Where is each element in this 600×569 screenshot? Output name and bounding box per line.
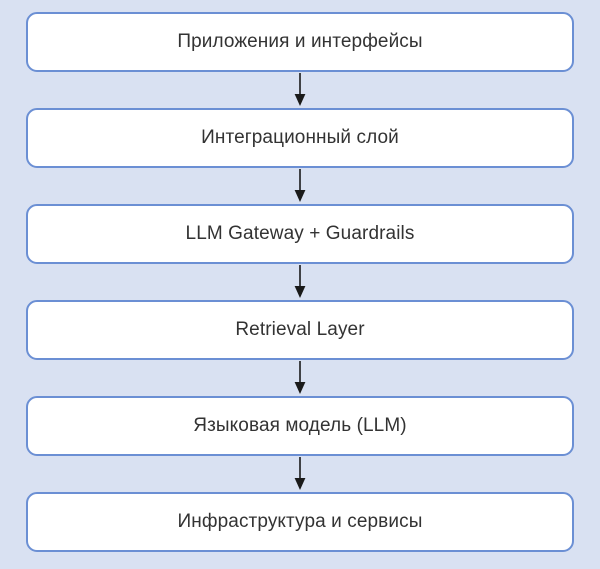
flow-node-label: Интеграционный слой xyxy=(201,126,399,148)
flow-arrow-2 xyxy=(26,168,574,204)
down-arrow-icon xyxy=(293,361,307,395)
flow-node-label: LLM Gateway + Guardrails xyxy=(185,222,415,244)
flow-arrow-3 xyxy=(26,264,574,300)
flow-node-infrastructure-and-services[interactable]: Инфраструктура и сервисы xyxy=(26,492,574,552)
flow-node-retrieval-layer[interactable]: Retrieval Layer xyxy=(26,300,574,360)
down-arrow-icon xyxy=(293,265,307,299)
down-arrow-icon xyxy=(293,73,307,107)
flow-node-label: Инфраструктура и сервисы xyxy=(177,510,423,532)
flow-node-integration-layer[interactable]: Интеграционный слой xyxy=(26,108,574,168)
flow-node-label: Языковая модель (LLM) xyxy=(193,414,407,436)
flow-arrow-1 xyxy=(26,72,574,108)
flow-node-label: Retrieval Layer xyxy=(235,318,365,340)
flow-node-label: Приложения и интерфейсы xyxy=(177,30,423,52)
down-arrow-icon xyxy=(293,457,307,491)
flow-arrow-5 xyxy=(26,456,574,492)
down-arrow-icon xyxy=(293,169,307,203)
flow-stack: Приложения и интерфейсы Интеграционный с… xyxy=(26,12,574,557)
flow-node-llm-gateway-guardrails[interactable]: LLM Gateway + Guardrails xyxy=(26,204,574,264)
flow-node-language-model-llm[interactable]: Языковая модель (LLM) xyxy=(26,396,574,456)
flow-node-applications-and-interfaces[interactable]: Приложения и интерфейсы xyxy=(26,12,574,72)
flow-arrow-4 xyxy=(26,360,574,396)
